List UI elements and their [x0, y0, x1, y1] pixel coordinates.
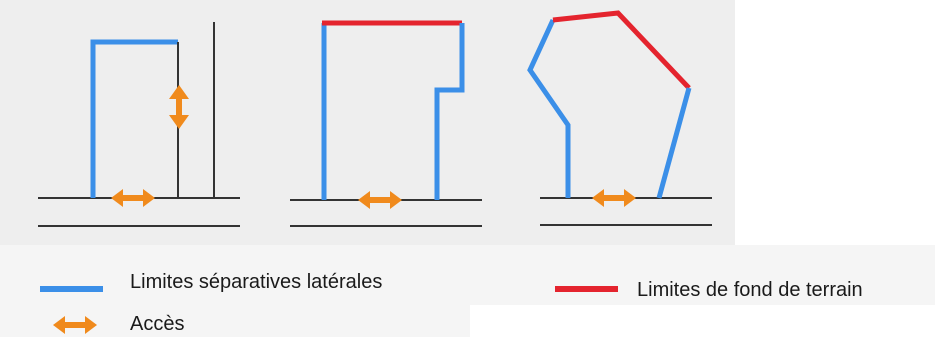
plot-2	[290, 20, 482, 227]
lateral-limit	[90, 39, 178, 198]
legend-label-access: Accès	[130, 313, 185, 335]
plot-3	[527, 10, 712, 226]
legend-background-lower	[0, 305, 470, 337]
double-arrow-icon	[169, 85, 189, 129]
legend-background	[0, 245, 935, 305]
plot-1	[38, 22, 240, 227]
legend-label-rear: Limites de fond de terrain	[637, 279, 863, 301]
double-arrow-icon	[111, 189, 155, 207]
double-arrow-icon	[592, 189, 636, 207]
legend-label-lateral: Limites séparatives latérales	[130, 271, 383, 293]
lateral-limit-left	[527, 18, 571, 198]
lateral-limit-right	[656, 87, 692, 199]
rear-limit	[552, 10, 691, 90]
lateral-limit-right	[434, 23, 465, 200]
double-arrow-icon	[358, 191, 402, 209]
legend-swatch-access-icon	[53, 316, 97, 334]
